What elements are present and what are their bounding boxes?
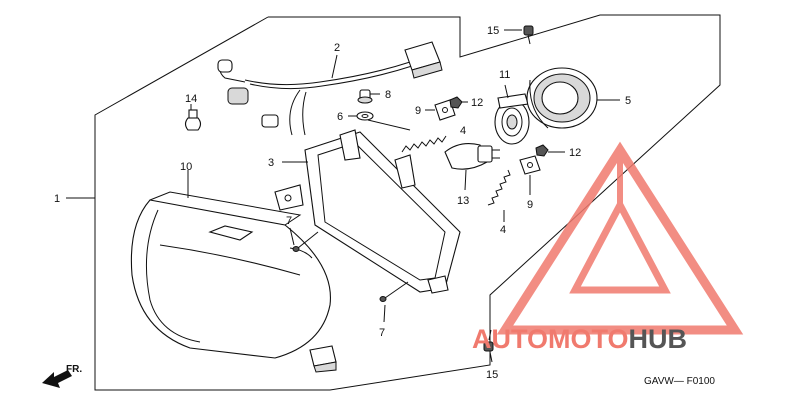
nut-upper	[449, 96, 463, 109]
spring-upper	[401, 135, 447, 153]
position-bulb	[184, 109, 202, 131]
callout-12-lower: 12	[569, 147, 581, 159]
nut-lower	[535, 144, 549, 157]
watermark-part2: HUB	[629, 324, 688, 354]
watermark-logo-triangle	[496, 141, 744, 335]
headlight-case	[274, 129, 461, 294]
callout-7-left: 7	[286, 215, 292, 227]
watermark-part1: AUTOMOTO	[472, 324, 629, 354]
bolt-lower	[483, 329, 494, 352]
callout-7-right: 7	[379, 327, 385, 339]
callout-9-upper: 9	[415, 105, 421, 117]
spring-lower	[487, 169, 511, 206]
callout-10: 10	[180, 161, 192, 173]
dust-cover	[526, 67, 598, 129]
headlight-bulb	[444, 143, 500, 170]
callout-13: 13	[457, 195, 469, 207]
callout-3: 3	[268, 157, 274, 169]
callout-2: 2	[334, 42, 340, 54]
front-arrow-label: FR.	[66, 364, 82, 375]
clip-lower	[519, 155, 541, 175]
callout-11: 11	[499, 69, 510, 81]
callout-4-upper: 4	[460, 125, 466, 137]
callout-14: 14	[185, 93, 197, 105]
assembly-boundary	[94, 14, 721, 391]
front-arrow-icon: FR.	[42, 364, 82, 388]
headlight-lens	[130, 191, 332, 359]
connector-block	[309, 345, 337, 373]
bolt-upper	[523, 25, 534, 45]
callout-6: 6	[337, 111, 343, 123]
screw-right	[379, 281, 409, 302]
adjuster-cap	[357, 89, 373, 104]
callout-1: 1	[54, 193, 60, 205]
wiring-harness	[217, 41, 443, 136]
leader-lines	[66, 29, 620, 363]
callout-12-upper: 12	[471, 97, 483, 109]
watermark-text: AUTOMOTOHUB	[472, 324, 687, 354]
diagram-code: GAVW— F0100	[644, 376, 715, 387]
callout-15-upper: 15	[487, 25, 499, 37]
clip-upper	[434, 99, 456, 121]
callout-8: 8	[385, 89, 391, 101]
screw-left	[292, 231, 319, 252]
washer	[356, 111, 374, 121]
callout-9-lower: 9	[527, 199, 533, 211]
callout-5: 5	[625, 95, 631, 107]
callout-15-lower: 15	[486, 369, 498, 381]
callout-4-lower: 4	[500, 224, 506, 236]
bulb-socket	[494, 93, 530, 145]
